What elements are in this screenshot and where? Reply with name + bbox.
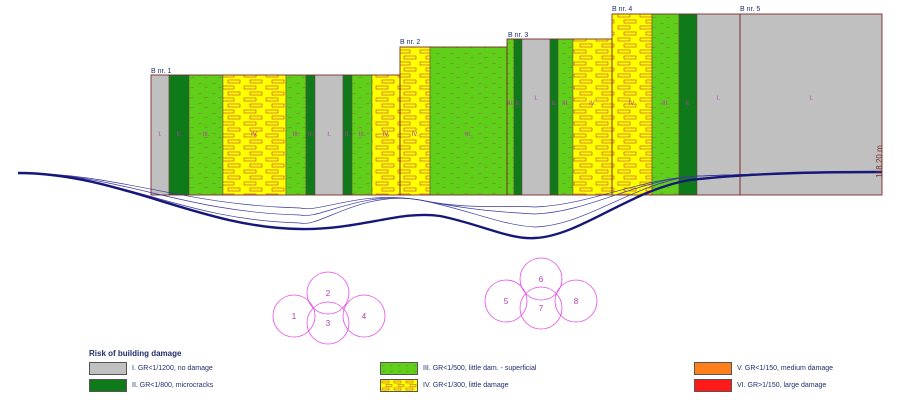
segment-label: II.: [685, 101, 690, 107]
building-outline-5: [739, 13, 883, 196]
tunnel-circle: [272, 294, 316, 338]
damage-segment-I: [521, 38, 551, 196]
tunnel-number: 1: [292, 312, 297, 321]
tunnel-number: 2: [326, 289, 331, 298]
dimension-label: 118.20 m: [875, 145, 884, 178]
building-label-4: B nr. 4: [612, 6, 632, 13]
tunnel-number: 3: [326, 319, 331, 328]
segment-label: II.: [345, 132, 350, 138]
damage-segment-IV: [399, 46, 431, 196]
segment-label: I.: [158, 132, 162, 138]
segment-label: IV.: [412, 132, 419, 138]
segment-label: IV.: [383, 132, 390, 138]
tunnel-circle: [306, 271, 350, 315]
damage-segment-III: [557, 38, 574, 196]
segment-label: I.: [717, 96, 721, 102]
tunnel-number: 8: [574, 297, 579, 306]
damage-segment-III: [429, 46, 508, 196]
settlement-curve-thin: [17, 171, 883, 228]
segment-label: IV.: [589, 101, 596, 107]
damage-segment-II: [549, 38, 559, 196]
segment-label: III.: [465, 132, 472, 138]
tunnel-number: 4: [362, 312, 367, 321]
segment-label: II.: [551, 101, 556, 107]
segment-label: III.: [507, 101, 514, 107]
damage-segment-III: [651, 13, 680, 196]
tunnel-number: 7: [539, 304, 544, 313]
settlement-curve-main: [17, 170, 883, 240]
segment-label: III.: [293, 132, 300, 138]
damage-segment-I: [696, 13, 741, 196]
tunnel-circle: [342, 294, 386, 338]
tunnel-circles: 1 2 3 4 5 6 7 8: [272, 257, 598, 345]
building-label-3: B nr. 3: [508, 32, 528, 39]
segment-label: III.: [562, 101, 569, 107]
building-label-2: B nr. 2: [400, 39, 420, 46]
damage-segment-I: [739, 13, 883, 196]
damage-segment-IV: [611, 13, 653, 196]
building-outlines: [150, 13, 883, 196]
damage-segments: [150, 13, 883, 196]
segment-labels: I.II.III.IV.III.II.I.II.III.IV.IV.III.II…: [158, 96, 813, 138]
building-label-1: B nr. 1: [151, 68, 171, 75]
damage-segment-IV: [371, 74, 401, 196]
tunnel-circle: [484, 279, 528, 323]
segment-label: III.: [662, 101, 669, 107]
tunnel-circle: [554, 279, 598, 323]
segment-label: IV.: [251, 132, 258, 138]
tunnel-number: 6: [539, 275, 544, 284]
segment-label: I.: [327, 132, 331, 138]
segment-label: II.: [308, 132, 313, 138]
damage-segment-II: [513, 38, 523, 196]
damage-segment-IV: [572, 38, 613, 196]
segment-label: II.: [176, 132, 181, 138]
building-label-5: B nr. 5: [740, 6, 760, 13]
segment-label: II.: [515, 101, 520, 107]
segment-label: I.: [809, 96, 813, 102]
tunnel-circle: [519, 257, 563, 301]
tunnel-circle: [306, 301, 350, 345]
segment-label: III.: [203, 132, 210, 138]
damage-segment-III: [506, 38, 515, 196]
tunnel-number: 5: [504, 297, 509, 306]
segment-label: I.: [534, 96, 538, 102]
segment-label: IV.: [629, 101, 636, 107]
settlement-curves: [17, 170, 883, 240]
tunnel-circle: [519, 286, 563, 330]
segment-label: III.: [359, 132, 366, 138]
